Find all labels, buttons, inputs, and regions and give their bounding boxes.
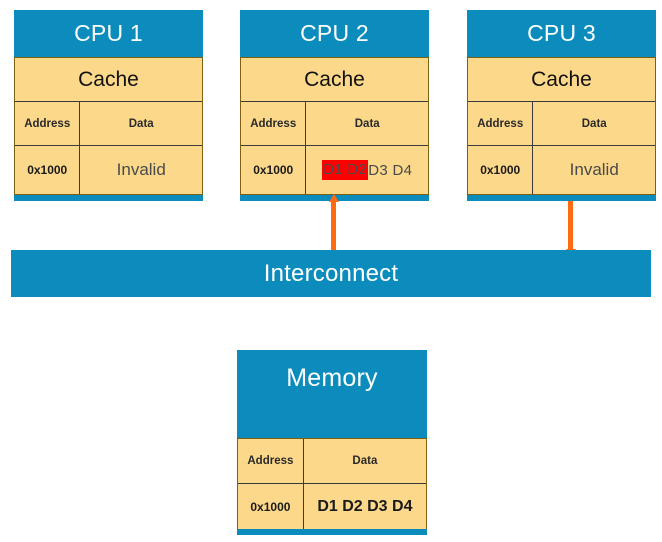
cpu-3-col-data: Data: [533, 102, 655, 145]
cpu-3-block: CPU 3 Cache Address Data 0x1000 Invalid: [467, 10, 656, 201]
memory-address-value: 0x1000: [238, 484, 304, 529]
memory-block: Memory Address Data 0x1000 D1 D2 D3 D4: [237, 350, 427, 535]
cpu-1-cache-table: Cache Address Data 0x1000 Invalid: [14, 57, 203, 195]
interconnect-bar: Interconnect: [11, 250, 651, 297]
cpu-2-address-value: 0x1000: [241, 146, 307, 194]
memory-col-address: Address: [238, 439, 304, 483]
memory-col-data: Data: [303, 439, 426, 483]
cpu-1-block: CPU 1 Cache Address Data 0x1000 Invalid: [14, 10, 203, 201]
cpu-2-cache-header-row: Cache: [241, 58, 428, 102]
arrow-up-icon: [328, 194, 339, 202]
cpu-3-data-value: Invalid: [533, 146, 655, 194]
cpu-3-address-value: 0x1000: [468, 146, 534, 194]
cpu-3-data-row: 0x1000 Invalid: [468, 146, 655, 194]
cpu-2-cache-table: Cache Address Data 0x1000 D1 D2 D3 D4: [240, 57, 429, 195]
cpu-2-data-highlight: D1 D2: [322, 160, 369, 180]
memory-data-row: 0x1000 D1 D2 D3 D4: [238, 484, 426, 529]
cpu-1-col-address: Address: [15, 102, 81, 145]
cpu-3-column-header-row: Address Data: [468, 102, 655, 146]
cpu-2-cache-label: Cache: [241, 58, 428, 101]
cpu-2-col-address: Address: [241, 102, 307, 145]
cpu-2-column-header-row: Address Data: [241, 102, 428, 146]
cpu-1-title: CPU 1: [74, 20, 143, 46]
cpu-1-address-value: 0x1000: [15, 146, 81, 194]
cpu-1-cache-label: Cache: [15, 58, 202, 101]
memory-data-value: D1 D2 D3 D4: [303, 484, 426, 529]
cpu-2-title: CPU 2: [300, 20, 369, 46]
cpu-1-data-value: Invalid: [80, 146, 202, 194]
interconnect-label: Interconnect: [263, 259, 399, 287]
cpu-2-block: CPU 2 Cache Address Data 0x1000 D1 D2 D3…: [240, 10, 429, 201]
cpu-2-data-value: D1 D2 D3 D4: [306, 146, 428, 194]
cpu-3-title: CPU 3: [527, 20, 596, 46]
cpu-1-cache-header-row: Cache: [15, 58, 202, 102]
cpu-2-interconnect-arrow-up: [328, 194, 339, 250]
memory-title: Memory: [286, 364, 378, 392]
cpu-3-interconnect-arrow-down: [565, 201, 576, 257]
cpu-3-col-address: Address: [468, 102, 534, 145]
cpu-1-data-row: 0x1000 Invalid: [15, 146, 202, 194]
cpu-3-cache-table: Cache Address Data 0x1000 Invalid: [467, 57, 656, 195]
cpu-2-col-data: Data: [306, 102, 428, 145]
cpu-3-cache-header-row: Cache: [468, 58, 655, 102]
memory-column-header-row: Address Data: [238, 439, 426, 484]
cpu-2-data-row: 0x1000 D1 D2 D3 D4: [241, 146, 428, 194]
memory-table: Address Data 0x1000 D1 D2 D3 D4: [237, 438, 427, 529]
cpu-3-cache-label: Cache: [468, 58, 655, 101]
cpu-1-col-data: Data: [80, 102, 202, 145]
cpu-2-data-plain: D3 D4: [368, 161, 413, 179]
cpu-1-column-header-row: Address Data: [15, 102, 202, 146]
